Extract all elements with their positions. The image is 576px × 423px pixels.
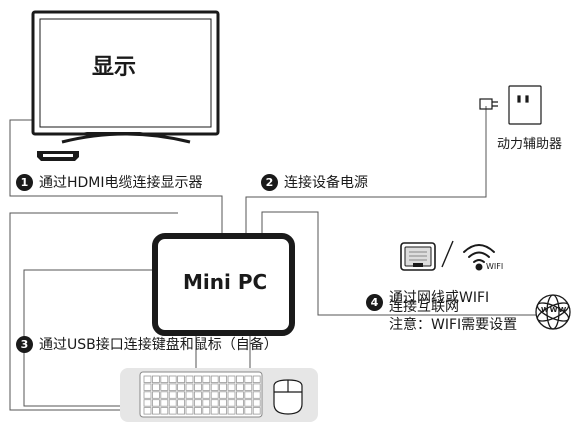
globe-mark: W: [549, 306, 559, 314]
ethernet-port-icon: [400, 242, 436, 271]
wifi-label: WIFI: [486, 262, 504, 271]
step-number-badge: 4: [366, 294, 383, 311]
power-adapter-icon: [479, 85, 542, 125]
wifi-icon: [463, 244, 495, 271]
mouse-icon: [273, 379, 303, 415]
step-network-line2: 连接互联网: [389, 299, 459, 315]
monitor-label: 显示: [92, 55, 137, 80]
power-adapter-label: 动力辅助器: [497, 137, 563, 152]
step-text-line1: 通过网线或WIFI: [389, 289, 490, 306]
globe-mark: W: [558, 306, 568, 314]
globe-mark: W: [541, 306, 550, 314]
hdmi-cable: [9, 119, 223, 236]
step-text: 连接设备电源: [284, 175, 368, 191]
step-power: 2 连接设备电源: [261, 172, 368, 192]
step-hdmi: 1 通过HDMI电缆连接显示器: [16, 172, 203, 192]
step-usb: 3 通过USB接口连接键盘和鼠标（自备）: [16, 334, 278, 354]
step-network: 4 通过网线或WIFI: [366, 282, 489, 311]
network-cable: [261, 211, 536, 316]
step-text: 通过HDMI电缆连接显示器: [39, 175, 203, 191]
step-network-note: 注意：WIFI需要设置: [389, 317, 518, 333]
hdmi-port-icon: [37, 151, 79, 161]
device-label: Mini PC: [183, 270, 268, 294]
globe-icon: [535, 294, 571, 330]
mini-pc-icon: [152, 233, 295, 336]
step-number-badge: 1: [16, 173, 33, 191]
step-text: 通过USB接口连接键盘和鼠标（自备）: [39, 337, 278, 353]
step-number-badge: 2: [261, 173, 278, 191]
power-cable: [245, 106, 487, 236]
or-separator: [441, 240, 454, 268]
monitor-icon: [31, 10, 220, 144]
usb-cable-outer: [9, 212, 178, 411]
step-number-badge: 3: [16, 335, 33, 353]
keyboard-icon: [139, 371, 263, 418]
globe-marks: WWW: [541, 307, 567, 314]
